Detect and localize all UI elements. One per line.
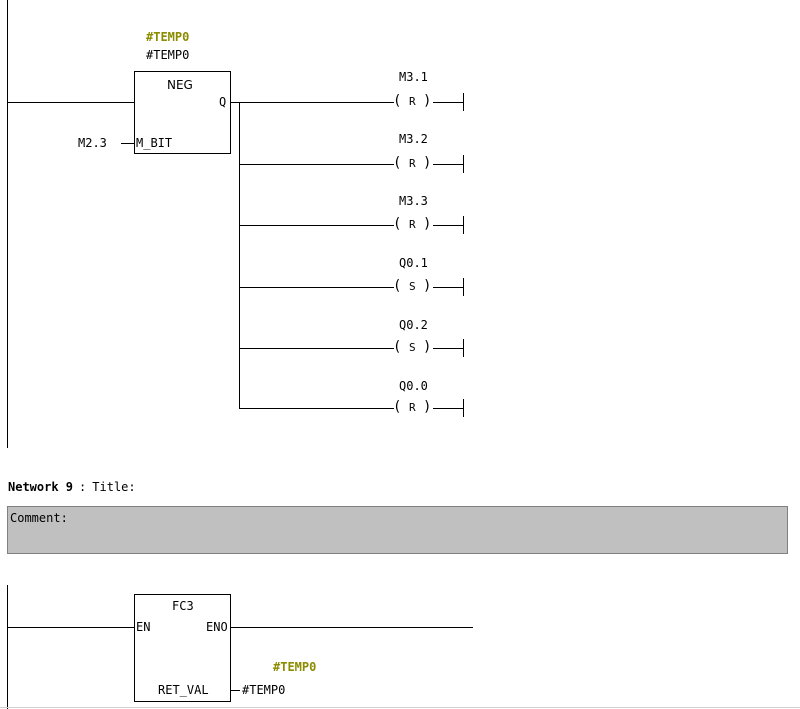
fc3-function-box[interactable] [134,594,231,702]
power-rail-left [7,0,8,448]
neg-input-operand[interactable]: M2.3 [78,136,107,150]
network-separator: : [79,480,87,494]
fc3-retval-pin: RET_VAL [158,683,209,697]
coil-address-2[interactable]: M3.2 [399,132,428,146]
retval-stub [231,690,240,691]
coil-end-2 [463,155,464,173]
bottom-divider [0,707,800,708]
network-9-header[interactable]: Network 9: Title: [8,480,136,494]
branch-line-1 [239,102,394,103]
neg-input-pin: M_BIT [136,136,173,150]
branch-line-5 [239,348,394,349]
network-comment-field[interactable]: Comment: [7,506,788,554]
coil-type-1: R [409,95,416,108]
coil-1[interactable]: ( R ) [393,93,432,109]
neg-variable-highlight: #TEMP0 [146,30,190,44]
network-label: Network 9 [8,480,74,494]
coil-tail-2 [433,164,463,165]
coil-6[interactable]: ( R ) [393,399,432,415]
coil-address-5[interactable]: Q0.2 [399,318,428,332]
branch-line-3 [239,225,394,226]
coil-address-1[interactable]: M3.1 [399,70,428,84]
coil-address-6[interactable]: Q0.0 [399,379,428,393]
coil-tail-4 [433,287,463,288]
coil-2[interactable]: ( R ) [393,155,432,171]
coil-address-3[interactable]: M3.3 [399,194,428,208]
coil-type-4: S [409,280,416,293]
fc3-eno-pin: ENO [206,620,228,634]
coil-address-4[interactable]: Q0.1 [399,256,428,270]
output-branch-vertical [239,102,240,408]
neg-input-stub [121,143,134,144]
coil-tail-5 [433,348,463,349]
neg-variable-label: #TEMP0 [146,48,190,62]
coil-type-3: R [409,218,416,231]
coil-end-4 [463,278,464,296]
en-input-line [7,627,134,628]
neg-output-stub [231,102,240,103]
branch-line-4 [239,287,394,288]
coil-end-6 [463,399,464,417]
neg-box-title: NEG [167,78,193,92]
coil-end-3 [463,216,464,234]
eno-output-line [231,627,473,628]
coil-end-5 [463,339,464,357]
neg-function-box[interactable] [134,71,231,154]
coil-5[interactable]: ( S ) [393,339,432,355]
retval-operand[interactable]: #TEMP0 [242,683,286,697]
fc3-box-title: FC3 [172,599,194,613]
power-rail-left-9 [7,585,8,709]
coil-tail-3 [433,225,463,226]
coil-type-2: R [409,157,416,170]
retval-operand-highlight: #TEMP0 [273,660,317,674]
coil-end-1 [463,93,464,111]
branch-line-2 [239,164,394,165]
rung-line-input [7,102,134,103]
fc3-en-pin: EN [136,620,151,634]
coil-4[interactable]: ( S ) [393,278,432,294]
branch-line-6 [239,408,394,409]
coil-tail-6 [433,408,463,409]
neg-output-pin: Q [219,95,227,109]
coil-type-5: S [409,341,416,354]
coil-tail-1 [433,102,463,103]
coil-3[interactable]: ( R ) [393,216,432,232]
comment-label: Comment: [10,511,68,525]
coil-type-6: R [409,401,416,414]
network-title: Title: [92,480,136,494]
